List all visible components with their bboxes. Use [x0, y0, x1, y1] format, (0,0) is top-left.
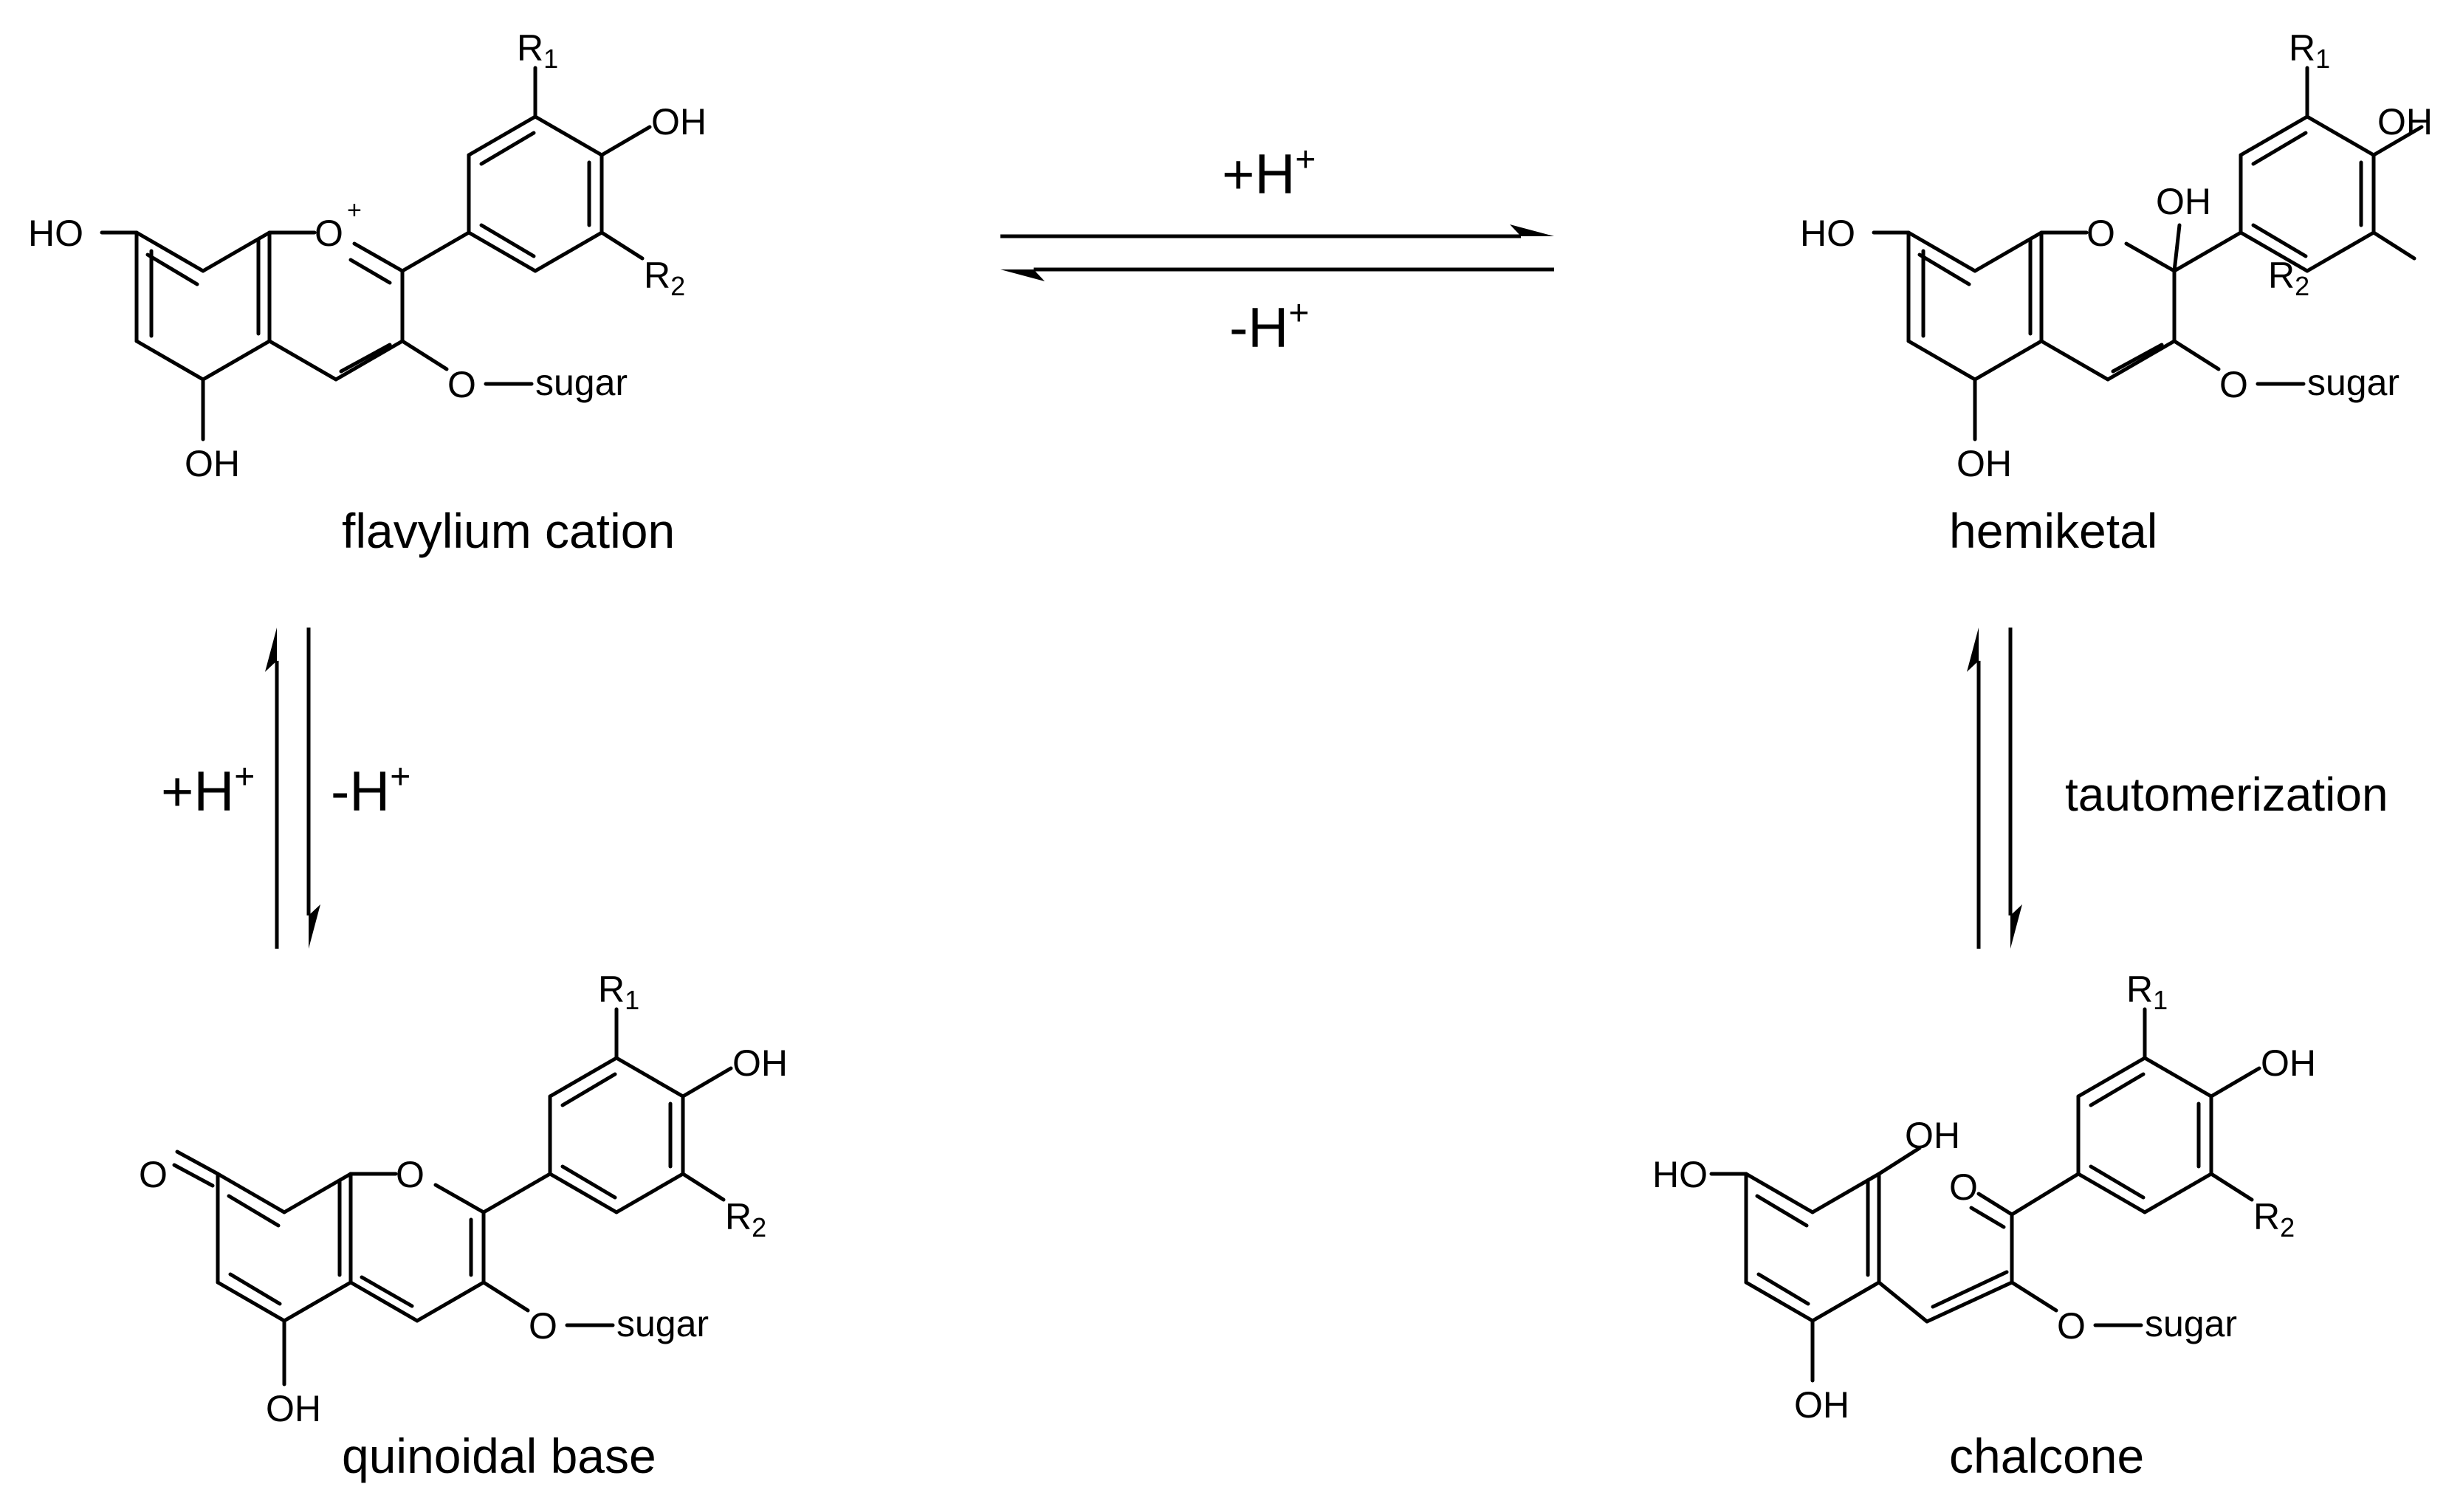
sugar-label: sugar [2307, 362, 2399, 403]
chalcone-structure [1709, 1007, 2261, 1383]
atom-oh: OH [2377, 101, 2433, 142]
atom-o: O [2219, 364, 2248, 405]
r1-label: R1 [2126, 969, 2168, 1015]
r2-label: R2 [2253, 1196, 2295, 1243]
chalcone-labels: HO OH O OH O sugar R1 OH R2 chalcone [1652, 969, 2316, 1483]
atom-oh: OH [1957, 443, 2012, 484]
atom-ho: HO [1652, 1154, 1708, 1195]
flavylium-labels: HO O + OH O sugar R1 OH R2 flavylium cat… [28, 27, 707, 558]
atom-o: O [529, 1305, 557, 1347]
atom-o: O [447, 364, 476, 405]
atom-oh: OH [2156, 181, 2211, 222]
hemiketal-labels: HO O OH OH O sugar R1 OH R2 hemiketal [1800, 27, 2433, 558]
condition-h-minus: -H+ [1229, 294, 1309, 360]
atom-oh: OH [2261, 1042, 2316, 1084]
atom-o: O [2086, 213, 2115, 254]
atom-oh: OH [185, 443, 240, 484]
r2-label: R2 [2268, 255, 2309, 301]
equilibrium-arrow-horizontal [1000, 224, 1554, 281]
atom-ho: HO [28, 213, 83, 254]
chalcone-caption: chalcone [1949, 1429, 2144, 1483]
hemiketal-caption: hemiketal [1949, 504, 2157, 558]
quinoidal-caption: quinoidal base [342, 1429, 656, 1483]
flavylium-caption: flavylium cation [342, 504, 675, 558]
atom-o: O [2057, 1305, 2086, 1347]
r2-label: R2 [725, 1196, 766, 1243]
atom-o: O [315, 213, 343, 254]
quinoidal-labels: O O OH O sugar R1 OH R2 quinoidal base [139, 969, 788, 1483]
atom-ho: HO [1800, 213, 1855, 254]
condition-tautomerization: tautomerization [2065, 768, 2388, 821]
condition-h-plus: +H+ [161, 757, 255, 823]
oxonium-charge: + [347, 196, 362, 224]
r1-label: R1 [2289, 27, 2330, 74]
r1-label: R1 [517, 27, 558, 74]
hemiketal-structure [1872, 66, 2424, 441]
condition-h-minus: -H+ [331, 757, 410, 823]
sugar-label: sugar [535, 362, 628, 403]
atom-o: O [139, 1154, 168, 1195]
atom-o: O [1949, 1166, 1978, 1208]
quinoidal-structure [172, 1007, 733, 1386]
flavylium-structure [100, 66, 652, 441]
equilibrium-arrow-right [1967, 628, 2022, 949]
atom-oh: OH [266, 1388, 321, 1429]
r2-label: R2 [644, 255, 685, 301]
atom-oh: OH [1794, 1384, 1849, 1426]
sugar-label: sugar [616, 1303, 709, 1344]
atom-oh: OH [1905, 1115, 1960, 1156]
r1-label: R1 [598, 969, 639, 1015]
atom-oh: OH [732, 1042, 788, 1084]
atom-oh: OH [651, 101, 707, 142]
condition-h-plus: +H+ [1222, 140, 1316, 206]
sugar-label: sugar [2145, 1303, 2237, 1344]
atom-o: O [396, 1154, 425, 1195]
equilibrium-arrow-left [265, 628, 320, 949]
